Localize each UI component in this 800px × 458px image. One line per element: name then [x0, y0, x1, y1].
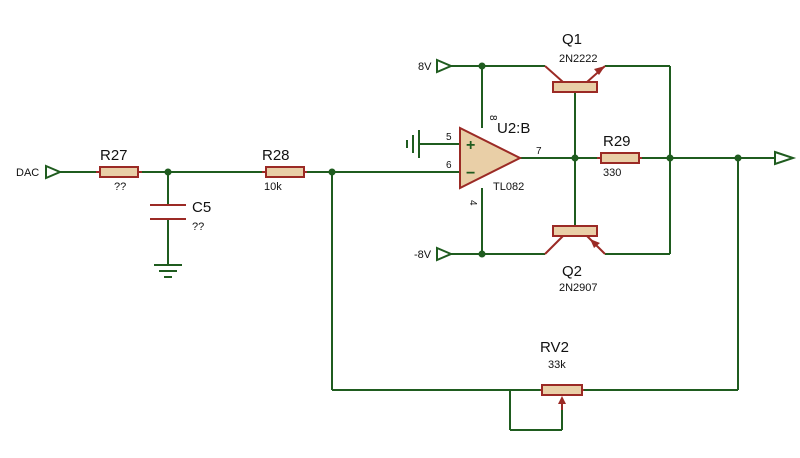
r28-value-label: 10k	[264, 181, 282, 193]
u2-part-label: TL082	[493, 181, 524, 193]
u2-opamp: + − U2:B TL082 5 6 7 8 4	[446, 115, 542, 206]
r27-resistor: R27 ??	[96, 147, 142, 193]
u2-pin6-label: 6	[446, 160, 452, 171]
u2-pin8-label: 8	[487, 115, 498, 121]
wires	[60, 65, 775, 431]
vneg-net-label: -8V	[414, 249, 432, 261]
q2-ref-label: Q2	[562, 263, 582, 280]
q1-npn-transistor: Q1 2N2222	[544, 31, 606, 93]
c5-capacitor: C5 ??	[150, 199, 211, 233]
opamp-minus-sign: −	[466, 165, 475, 182]
c5-ref-label: C5	[192, 199, 211, 216]
vpos-terminal: 8V	[418, 58, 454, 74]
r29-value-label: 330	[603, 167, 621, 179]
r27-value-label: ??	[114, 181, 126, 193]
r29-ref-label: R29	[603, 133, 631, 150]
r27-ref-label: R27	[100, 147, 128, 164]
u2-ref-label: U2:B	[497, 120, 530, 137]
ground-icon	[406, 130, 420, 158]
wiper-arrow-icon	[558, 396, 566, 404]
u2-pin7-label: 7	[536, 146, 542, 157]
junction-dots	[164, 62, 742, 258]
ground-icon	[154, 264, 182, 278]
dac-net-label: DAC	[16, 167, 39, 179]
r28-ref-label: R28	[262, 147, 290, 164]
emitter-arrow-icon	[590, 239, 600, 248]
u2-pin5-label: 5	[446, 132, 452, 143]
r28-resistor: R28 10k	[262, 147, 307, 193]
vneg-terminal: -8V	[414, 246, 454, 262]
rv2-ref-label: RV2	[540, 339, 569, 356]
c5-value-label: ??	[192, 221, 204, 233]
q2-pnp-transistor: Q2 2N2907	[544, 225, 606, 294]
q1-part-label: 2N2222	[559, 53, 598, 65]
r29-resistor: R29 330	[597, 133, 642, 179]
opamp-plus-sign: +	[466, 137, 475, 154]
output-terminal	[774, 150, 797, 166]
q2-part-label: 2N2907	[559, 282, 598, 294]
q1-ref-label: Q1	[562, 31, 582, 48]
vpos-net-label: 8V	[418, 61, 432, 73]
emitter-arrow-icon	[594, 66, 605, 75]
rv2-value-label: 33k	[548, 359, 566, 371]
dac-input-terminal: DAC	[16, 164, 63, 180]
u2-pin4-label: 4	[467, 200, 478, 206]
rv2-potentiometer: RV2 33k	[540, 339, 584, 410]
